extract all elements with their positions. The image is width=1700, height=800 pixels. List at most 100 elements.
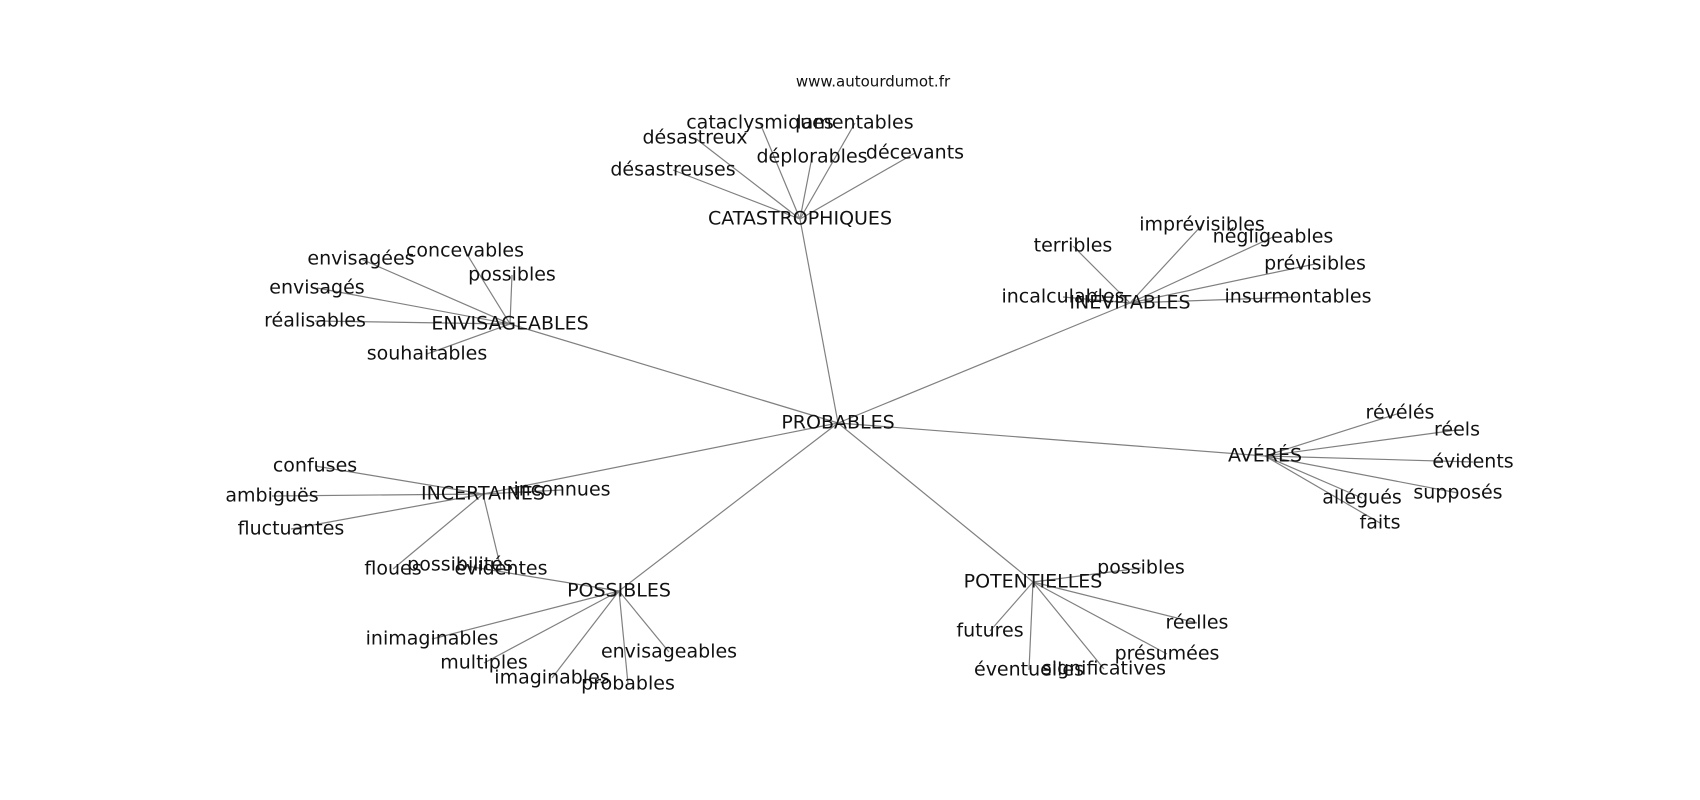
edge-inevitables-leaf <box>1129 296 1299 304</box>
leaf-node-label: allégués <box>1322 487 1402 509</box>
leaf-node-label: réelles <box>1166 612 1229 634</box>
leaf-node-label: supposés <box>1413 482 1502 504</box>
edge-root-incertaines <box>482 422 839 495</box>
edge-envisageables-leaf <box>314 320 511 325</box>
leaf-node-label: évidentes <box>454 558 547 580</box>
edge-possibles-leaf <box>551 590 620 679</box>
edge-root-possibles <box>618 422 839 592</box>
edge-potentielles-leaf <box>1032 581 1198 624</box>
leaf-node-label: significatives <box>1042 658 1166 680</box>
hub-node-possibles: POSSIBLES <box>567 580 671 602</box>
leaf-node-label: réels <box>1434 419 1480 441</box>
hub-node-potentielles: POTENTIELLES <box>964 571 1103 593</box>
hub-node-averes: AVÉRÉS <box>1228 444 1302 467</box>
leaf-node-label: inimaginables <box>366 628 499 650</box>
leaf-node-label: envisagés <box>269 277 364 299</box>
hub-node-envisageables: ENVISAGEABLES <box>431 313 588 335</box>
edge-possibles-leaf <box>459 564 620 592</box>
edge-catastrophiques-leaf <box>799 122 856 220</box>
edge-possibles-leaf <box>618 590 629 685</box>
leaf-node-label: souhaitables <box>367 343 488 365</box>
edge-envisageables-leaf <box>316 287 511 325</box>
edge-incertaines-leaf <box>482 493 502 570</box>
edge-averes-leaf <box>1264 455 1459 494</box>
edge-potentielles-leaf <box>989 581 1034 632</box>
leaf-node-label: réalisables <box>264 310 366 332</box>
edge-averes-leaf <box>1264 455 1363 499</box>
edge-possibles-leaf <box>431 590 620 640</box>
edge-inevitables-leaf <box>1072 245 1131 304</box>
leaf-node-label: confuses <box>273 455 357 477</box>
leaf-node-label: déplorables <box>756 146 867 168</box>
leaf-node-label: terribles <box>1034 235 1113 257</box>
edge-root-inevitables <box>837 302 1131 424</box>
leaf-node-label: imprévisibles <box>1139 214 1265 236</box>
edge-incertaines-leaf <box>271 493 484 497</box>
edge-envisageables-leaf <box>360 258 511 325</box>
leaf-node-label: multiples <box>440 652 528 674</box>
leaf-node-label: faits <box>1360 512 1401 534</box>
edge-catastrophiques-leaf <box>799 156 813 220</box>
edge-root-catastrophiques <box>799 218 839 424</box>
edge-possibles-leaf <box>618 590 670 653</box>
leaf-node-label: concevables <box>406 240 524 262</box>
leaf-node-label: futures <box>956 620 1023 642</box>
edge-envisageables-leaf <box>509 274 513 325</box>
leaf-node-label: désastreuses <box>610 159 735 181</box>
edge-catastrophiques-leaf <box>799 152 916 220</box>
leaf-node-label: révélés <box>1366 402 1435 424</box>
edge-incertaines-leaf <box>392 493 484 570</box>
leaf-node-label: insurmontables <box>1225 286 1372 308</box>
leaf-node-label: imaginables <box>494 667 609 689</box>
leaf-node-label: prévisibles <box>1264 253 1366 275</box>
leaf-node-label: désastreux <box>642 127 747 149</box>
leaf-node-label: décevants <box>866 142 964 164</box>
edge-root-potentielles <box>837 422 1034 583</box>
leaf-node-label: probables <box>581 673 675 695</box>
leaf-node-label: ambiguës <box>225 485 318 507</box>
leaf-node-label: possibles <box>468 264 556 286</box>
leaf-node-label: floues <box>364 558 421 580</box>
edge-catastrophiques-leaf <box>759 122 801 220</box>
leaf-node-label: inconnues <box>513 479 610 501</box>
edge-potentielles-leaf <box>1032 567 1142 583</box>
leaf-node-label: évidents <box>1432 451 1513 473</box>
graph-labels: PROBABLES CATASTROPHIQUES cataclysmiquesla… <box>225 112 1513 695</box>
edge-averes-leaf <box>1264 429 1458 457</box>
edge-inevitables-leaf <box>1129 224 1203 304</box>
leaf-node-label: fluctuantes <box>238 518 345 540</box>
edge-incertaines-leaf <box>314 465 484 495</box>
leaf-node-label: envisageables <box>601 641 737 663</box>
hub-node-inevitables: INÉVITABLES <box>1069 291 1190 314</box>
leaf-node-label: négligeables <box>1213 226 1334 248</box>
leaf-node-label: lamentables <box>796 112 913 134</box>
edge-envisageables-leaf <box>426 323 511 355</box>
edge-inevitables-leaf <box>1129 236 1274 304</box>
source-watermark: www.autourdumot.fr <box>796 73 951 91</box>
edge-root-averes <box>837 422 1266 457</box>
leaf-node-label: possibles <box>1097 557 1185 579</box>
edge-possibles-leaf <box>483 590 620 664</box>
hub-node-catastrophiques: CATASTROPHIQUES <box>708 208 892 230</box>
edge-incertaines-leaf <box>290 493 484 530</box>
edge-inevitables-leaf <box>1062 296 1131 304</box>
leaf-node-label: présumées <box>1115 643 1220 665</box>
leaf-node-label: éventuelles <box>974 659 1084 681</box>
leaf-node-label: incalculables <box>1001 286 1124 308</box>
edge-averes-leaf <box>1264 455 1474 463</box>
edge-envisageables-leaf <box>464 250 511 325</box>
edge-incertaines-leaf <box>482 489 563 495</box>
edge-inevitables-leaf <box>1129 263 1316 304</box>
edge-potentielles-leaf <box>1032 581 1168 655</box>
edge-potentielles-leaf <box>1032 581 1105 670</box>
graph-edges <box>271 122 1474 685</box>
edge-catastrophiques-leaf <box>672 169 801 220</box>
edge-catastrophiques-leaf <box>694 137 801 220</box>
edge-averes-leaf <box>1264 455 1381 524</box>
leaf-node-label: possibilités <box>407 554 513 576</box>
hub-node-incertaines: INCERTAINES <box>421 483 545 505</box>
edge-averes-leaf <box>1264 412 1401 457</box>
leaf-node-label: cataclysmiques <box>686 112 834 134</box>
root-node-label: PROBABLES <box>781 412 894 434</box>
